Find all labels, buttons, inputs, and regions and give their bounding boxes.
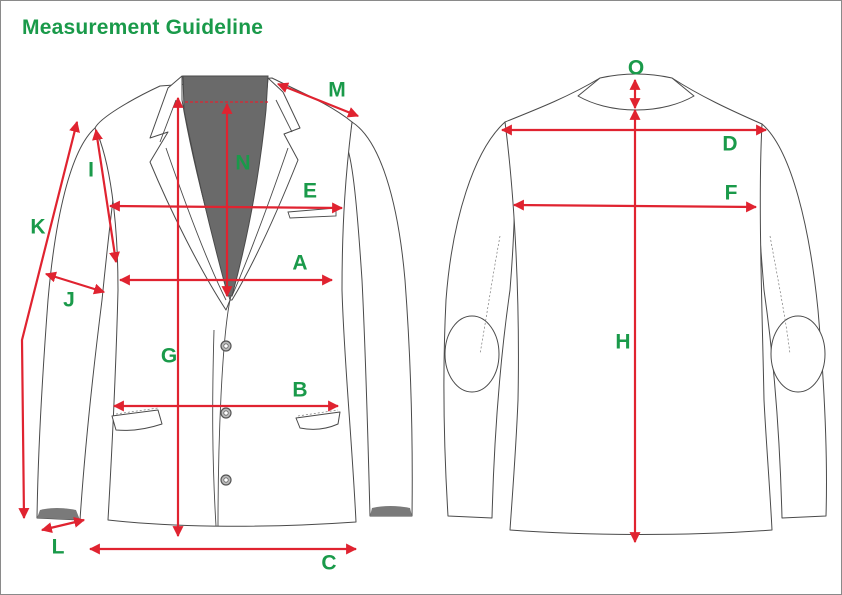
label-f: F: [725, 182, 738, 205]
front-left-pocket: [111, 409, 163, 431]
front-left-cuff: [37, 508, 80, 520]
label-e: E: [303, 180, 317, 203]
label-i: I: [88, 159, 94, 182]
label-j: J: [63, 289, 75, 312]
label-o: O: [628, 57, 644, 80]
measurement-arrows: [18, 78, 768, 555]
front-right-cuff: [370, 506, 412, 516]
label-k: K: [30, 216, 45, 239]
label-d: D: [722, 133, 737, 156]
front-right-pocket: [295, 411, 341, 430]
label-b: B: [292, 379, 307, 402]
label-n: N: [235, 152, 250, 175]
label-a: A: [292, 252, 307, 275]
label-m: M: [328, 79, 346, 102]
front-right-sleeve: [347, 121, 413, 517]
arrow-i: [92, 128, 120, 264]
label-g: G: [161, 345, 177, 368]
arrow-l: [40, 516, 86, 534]
back-right-elbow-patch: [770, 315, 826, 393]
arrow-m: [276, 82, 360, 118]
front-jacket: [36, 75, 413, 527]
label-h: H: [615, 331, 630, 354]
front-left-sleeve: [36, 127, 119, 521]
page-title: Measurement Guideline: [22, 16, 264, 39]
arrow-k: [18, 120, 80, 520]
measurement-labels: A B C D E F G H I J K L M N O: [30, 57, 737, 575]
back-left-elbow-patch: [444, 315, 500, 393]
label-l: L: [52, 536, 65, 559]
label-c: C: [321, 552, 336, 575]
